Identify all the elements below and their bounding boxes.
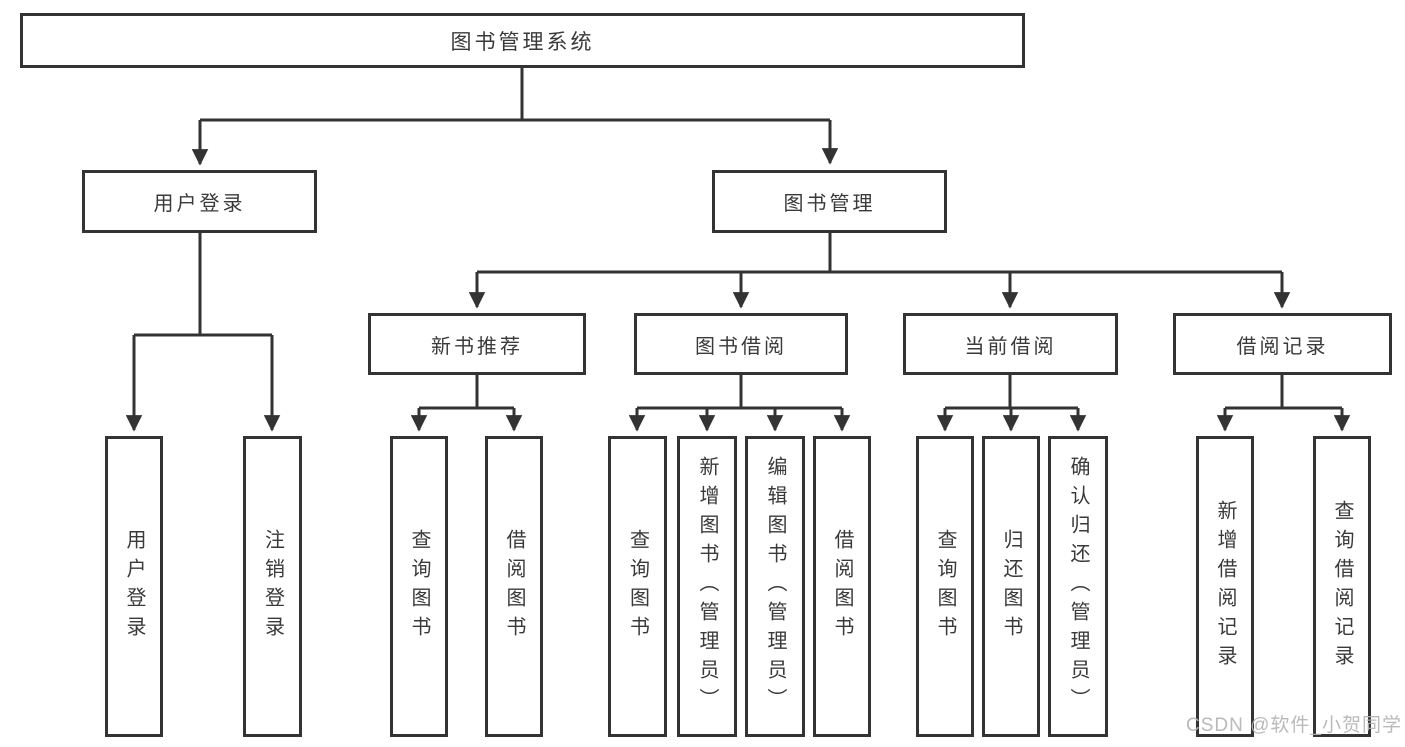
watermark-text: CSDN @软件_小贺同学 (1186, 715, 1402, 736)
leaf-query-books-borrow: 查询图书 (608, 436, 667, 737)
node-borrow-records: 借阅记录 (1173, 313, 1392, 375)
leaf-query-books-current: 查询图书 (916, 436, 974, 737)
leaf-borrow-books-recommend: 借阅图书 (485, 436, 543, 737)
leaf-add-book-admin: 新增图书（管理员） (677, 436, 737, 737)
leaf-borrow-books: 借阅图书 (813, 436, 871, 737)
leaf-confirm-return-admin: 确认归还（管理员） (1048, 436, 1108, 737)
leaf-edit-book-admin: 编辑图书（管理员） (745, 436, 805, 737)
leaf-query-borrow-record: 查询借阅记录 (1313, 436, 1371, 737)
leaf-logout: 注销登录 (243, 436, 302, 737)
node-book-management: 图书管理 (712, 170, 947, 233)
node-root: 图书管理系统 (20, 13, 1025, 68)
leaf-query-books-recommend: 查询图书 (390, 436, 448, 737)
node-new-book-recommend: 新书推荐 (368, 313, 586, 375)
node-user-login: 用户登录 (82, 170, 317, 233)
leaf-add-borrow-record: 新增借阅记录 (1196, 436, 1254, 737)
node-current-borrow: 当前借阅 (903, 313, 1118, 375)
node-book-borrow: 图书借阅 (634, 313, 848, 375)
leaf-return-books: 归还图书 (982, 436, 1040, 737)
leaf-user-login: 用户登录 (105, 436, 163, 737)
